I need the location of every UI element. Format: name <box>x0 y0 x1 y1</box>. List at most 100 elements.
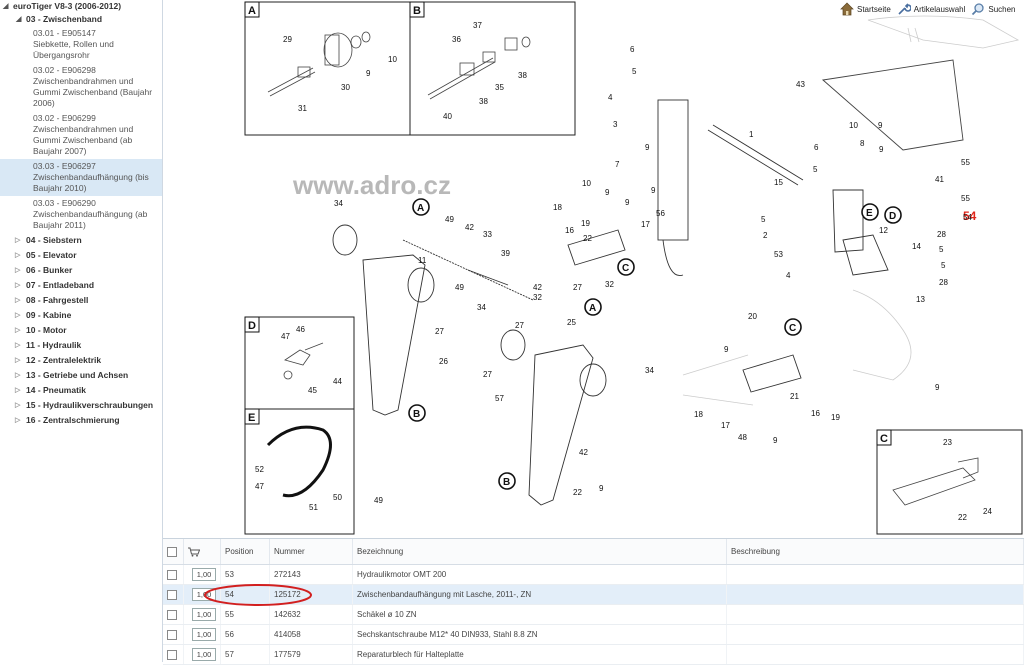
part-callout-main[interactable]: 9 <box>935 383 940 392</box>
row-qty-cell[interactable]: 1,00 <box>183 644 221 665</box>
part-callout-main[interactable]: 4 <box>786 271 791 280</box>
part-callout-main[interactable]: 26 <box>439 357 448 366</box>
part-callout-main[interactable]: 3 <box>613 120 618 129</box>
column-header-bezeichnung[interactable]: Bezeichnung <box>352 539 727 565</box>
tree-category-open[interactable]: ◢ 03 - Zwischenband <box>0 13 162 26</box>
expand-arrow-icon[interactable]: ▷ <box>15 327 21 334</box>
part-callout-c[interactable]: 24 <box>983 507 992 516</box>
tree-category-item[interactable]: ▷09 - Kabine <box>0 308 162 323</box>
part-callout-main[interactable]: 28 <box>937 230 946 239</box>
row-select-cell[interactable] <box>163 644 184 665</box>
part-callout-main[interactable]: 27 <box>435 327 444 336</box>
row-checkbox[interactable] <box>167 589 177 600</box>
row-checkbox[interactable] <box>167 609 177 620</box>
tree-category-item[interactable]: ▷04 - Siebstern <box>0 233 162 248</box>
part-callout-b[interactable]: 38 <box>518 71 527 80</box>
part-callout-main[interactable]: 25 <box>567 318 576 327</box>
part-callout-main[interactable]: 27 <box>573 283 582 292</box>
collapse-arrow-icon[interactable]: ◢ <box>3 3 9 10</box>
part-callout-main[interactable]: 9 <box>724 345 729 354</box>
part-callout-main[interactable]: 57 <box>495 394 504 403</box>
column-header-nummer[interactable]: Nummer <box>269 539 353 565</box>
part-callout-main[interactable]: 21 <box>790 392 799 401</box>
part-callout-main[interactable]: 22 <box>583 234 592 243</box>
expand-arrow-icon[interactable]: ▷ <box>15 402 21 409</box>
part-callout-main[interactable]: 22 <box>573 488 582 497</box>
part-callout-e[interactable]: 50 <box>333 493 342 502</box>
expand-arrow-icon[interactable]: ▷ <box>15 237 21 244</box>
row-select-cell[interactable] <box>163 624 184 645</box>
part-callout-main[interactable]: 17 <box>641 220 650 229</box>
part-callout-a[interactable]: 10 <box>388 55 397 64</box>
part-callout-main[interactable]: 32 <box>533 293 542 302</box>
part-callout-main[interactable]: 9 <box>625 198 630 207</box>
part-callout-c[interactable]: 23 <box>943 438 952 447</box>
part-callout-main[interactable]: 49 <box>445 215 454 224</box>
part-callout-main[interactable]: 9 <box>878 121 883 130</box>
part-callout-main[interactable]: 17 <box>721 421 730 430</box>
part-callout-main[interactable]: 42 <box>533 283 542 292</box>
part-callout-c[interactable]: 22 <box>958 513 967 522</box>
part-callout-main[interactable]: 43 <box>796 80 805 89</box>
part-callout-main[interactable]: 16 <box>811 409 820 418</box>
part-callout-main[interactable]: 9 <box>599 484 604 493</box>
part-callout-main[interactable]: 8 <box>860 139 865 148</box>
part-callout-main[interactable]: 53 <box>774 250 783 259</box>
part-callout-main[interactable]: 27 <box>515 321 524 330</box>
select-all-checkbox[interactable] <box>167 546 177 557</box>
part-callout-a[interactable]: 31 <box>298 104 307 113</box>
expand-arrow-icon[interactable]: ▷ <box>15 417 21 424</box>
tree-category-item[interactable]: ▷11 - Hydraulik <box>0 338 162 353</box>
part-callout-main[interactable]: 13 <box>916 295 925 304</box>
part-callout-main[interactable]: 15 <box>774 178 783 187</box>
part-callout-d[interactable]: 47 <box>281 332 290 341</box>
row-qty-cell[interactable]: 1,00 <box>183 564 221 585</box>
part-callout-main[interactable]: 49 <box>374 496 383 505</box>
row-select-cell[interactable] <box>163 564 184 585</box>
part-callout-main[interactable]: 41 <box>935 175 944 184</box>
tree-category-item[interactable]: ▷07 - Entladeband <box>0 278 162 293</box>
expand-arrow-icon[interactable]: ▷ <box>15 357 21 364</box>
part-callout-main[interactable]: 6 <box>630 45 635 54</box>
part-callout-main[interactable]: 7 <box>615 160 620 169</box>
part-callout-a[interactable]: 29 <box>283 35 292 44</box>
part-callout-b[interactable]: 38 <box>479 97 488 106</box>
expand-arrow-icon[interactable]: ▷ <box>15 267 21 274</box>
part-callout-main[interactable]: 18 <box>694 410 703 419</box>
part-callout-main[interactable]: 16 <box>565 226 574 235</box>
tree-category-item[interactable]: ▷15 - Hydraulikverschraubungen <box>0 398 162 413</box>
row-qty-cell[interactable]: 1,00 <box>183 584 221 605</box>
part-callout-main[interactable]: 39 <box>501 249 510 258</box>
part-callout-main[interactable]: 5 <box>813 165 818 174</box>
collapse-arrow-icon[interactable]: ◢ <box>16 16 22 23</box>
part-callout-e[interactable]: 52 <box>255 465 264 474</box>
expand-arrow-icon[interactable]: ▷ <box>15 372 21 379</box>
tree-category-item[interactable]: ▷08 - Fahrgestell <box>0 293 162 308</box>
part-callout-d[interactable]: 45 <box>308 386 317 395</box>
tree-category-item[interactable]: ▷05 - Elevator <box>0 248 162 263</box>
row-qty-cell[interactable]: 1,00 <box>183 604 221 625</box>
part-callout-main[interactable]: 19 <box>581 219 590 228</box>
part-callout-main[interactable]: 42 <box>465 223 474 232</box>
part-callout-main[interactable]: 9 <box>879 145 884 154</box>
part-callout-main[interactable]: 28 <box>939 278 948 287</box>
part-callout-b[interactable]: 35 <box>495 83 504 92</box>
part-callout-main[interactable]: 42 <box>579 448 588 457</box>
quantity-input[interactable]: 1,00 <box>192 648 216 661</box>
part-callout-main[interactable]: 55 <box>961 158 970 167</box>
part-callout-e[interactable]: 51 <box>309 503 318 512</box>
tree-category-item[interactable]: ▷12 - Zentralelektrik <box>0 353 162 368</box>
part-callout-main[interactable]: 55 <box>961 194 970 203</box>
part-callout-b[interactable]: 37 <box>473 21 482 30</box>
row-checkbox[interactable] <box>167 649 177 660</box>
part-callout-main[interactable]: 34 <box>645 366 654 375</box>
part-callout-main[interactable]: 9 <box>605 188 610 197</box>
row-qty-cell[interactable]: 1,00 <box>183 624 221 645</box>
tree-root-item[interactable]: ◢ euroTiger V8-3 (2006-2012) <box>0 0 162 13</box>
